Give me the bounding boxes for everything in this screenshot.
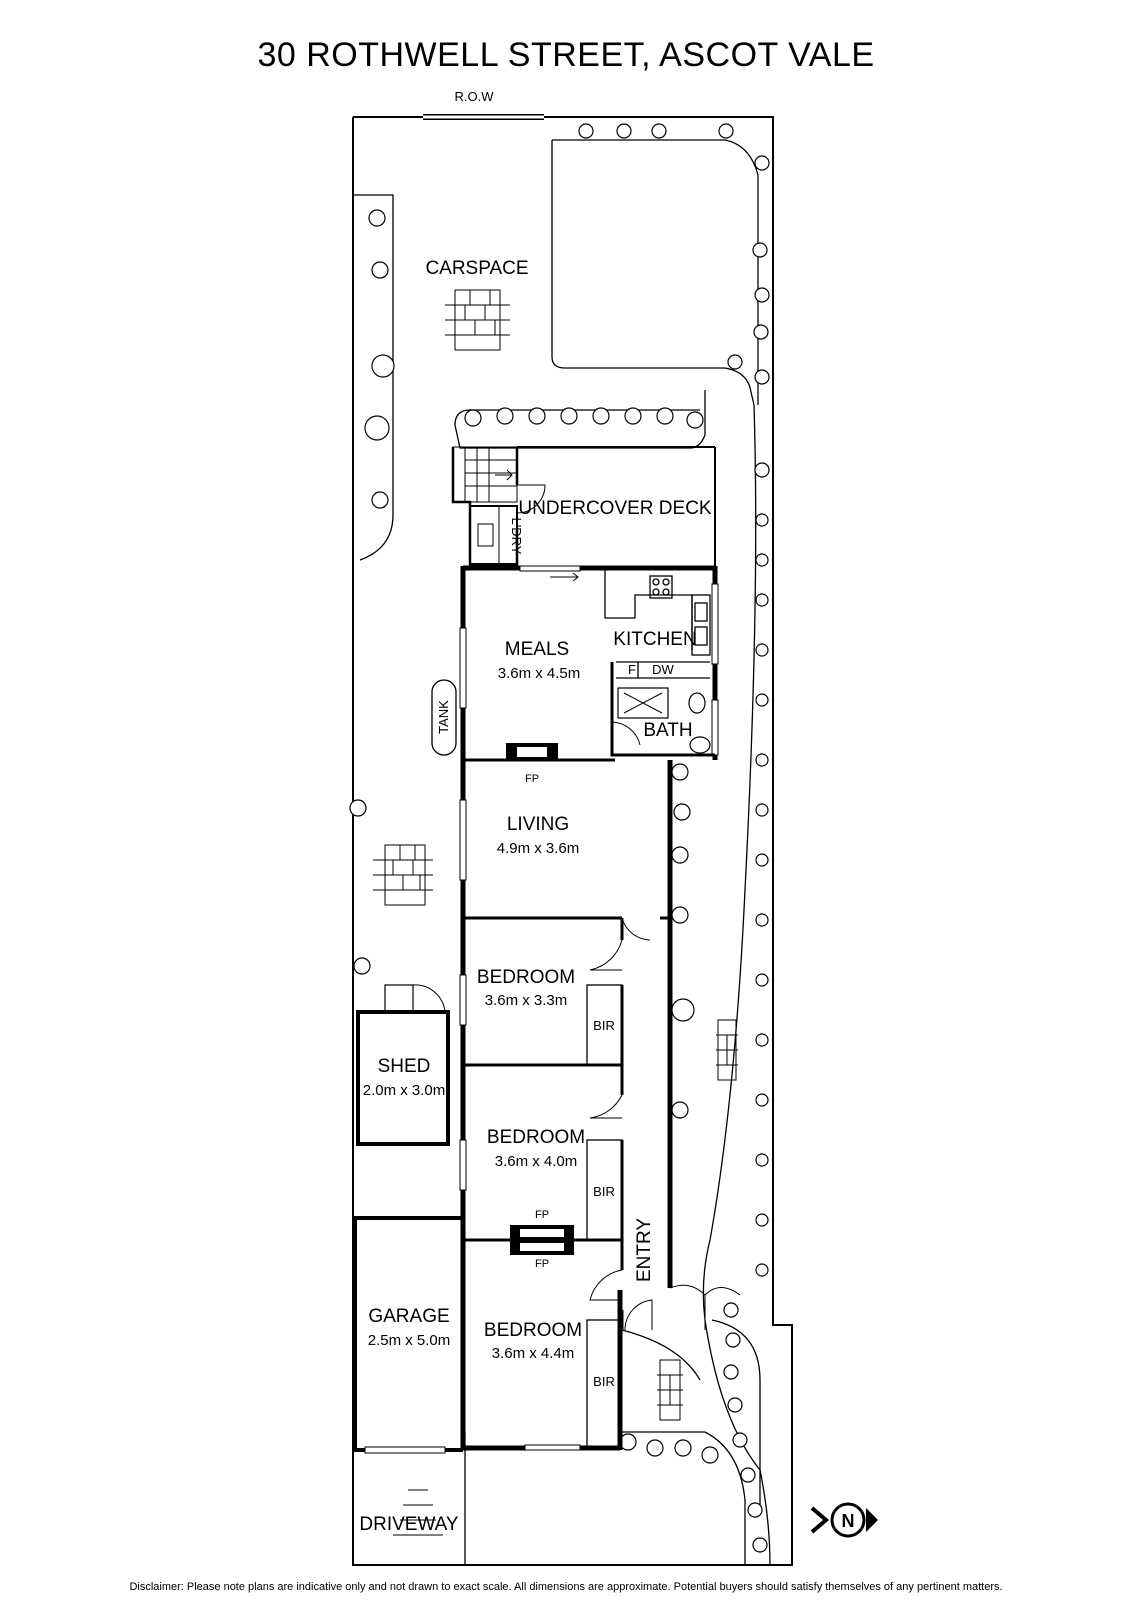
driveway-label: DRIVEWAY (359, 1514, 459, 1535)
living-dims: 4.9m x 3.6m (497, 840, 580, 857)
north-arrow-icon: N (810, 1502, 878, 1538)
undercover-deck: UNDERCOVER DECK (451, 446, 716, 568)
bedroom-1-dims: 3.6m x 3.3m (485, 992, 568, 1009)
paving-symbols (373, 289, 738, 1536)
living-fp-label: FP (525, 773, 539, 785)
shed (356, 984, 450, 1146)
entry-doors (589, 1269, 741, 1331)
bedroom-1 (586, 917, 651, 1066)
meals-label: MEALS (505, 639, 569, 660)
living-label: LIVING (507, 814, 569, 835)
north-label: N (842, 1511, 855, 1531)
garage-dims: 2.5m x 5.0m (368, 1332, 451, 1349)
sliding-door-arrow (550, 572, 579, 582)
bedroom-2-dims: 3.6m x 4.0m (495, 1153, 578, 1170)
garage-label: GARAGE (368, 1306, 449, 1327)
water-tank: TANK (431, 679, 457, 756)
laundry-label: L'DRY (509, 518, 524, 555)
bedroom-3-dims: 3.6m x 4.4m (492, 1345, 575, 1362)
tank-label: TANK (436, 700, 451, 734)
kitchen (604, 568, 711, 679)
bedroom-2 (586, 1094, 623, 1241)
deck-stairs (452, 446, 518, 503)
shed-dims: 2.0m x 3.0m (363, 1082, 446, 1099)
dishwasher-label: DW (652, 662, 674, 677)
bedroom-2-label: BEDROOM (487, 1127, 585, 1148)
bedroom-1-bir: BIR (593, 1018, 615, 1033)
laundry: L'DRY (469, 505, 524, 567)
row-label: R.O.W (455, 89, 495, 104)
bedroom-2-bir: BIR (593, 1184, 615, 1199)
garage (353, 1216, 463, 1454)
kitchen-label: KITCHEN (613, 629, 696, 650)
disclaimer: Disclaimer: Please note plans are indica… (129, 1581, 1002, 1593)
bedroom-1-label: BEDROOM (477, 967, 575, 988)
bedroom-3 (586, 1319, 621, 1449)
living-fireplace: FP (506, 743, 558, 785)
garden-shrubs (349, 123, 770, 1553)
carspace-label: CARSPACE (425, 258, 528, 279)
bedroom-3-fp-label: FP (535, 1258, 549, 1270)
meals-dims: 3.6m x 4.5m (498, 665, 581, 682)
fridge-label: F (628, 662, 636, 677)
bath-label: BATH (643, 720, 692, 741)
garden-paths (353, 139, 771, 1566)
bathroom (610, 662, 715, 757)
bedroom-2-fp-label: FP (535, 1209, 549, 1221)
property-boundary (352, 114, 793, 1566)
bedroom-fireplace: FP FP (510, 1209, 574, 1270)
plan-title: 30 ROTHWELL STREET, ASCOT VALE (257, 36, 874, 74)
shed-label: SHED (378, 1056, 431, 1077)
deck-label: UNDERCOVER DECK (518, 498, 712, 519)
entry-label: ENTRY (634, 1218, 655, 1282)
bedroom-3-label: BEDROOM (484, 1320, 582, 1341)
windows (459, 565, 719, 1451)
bedroom-3-bir: BIR (593, 1374, 615, 1389)
